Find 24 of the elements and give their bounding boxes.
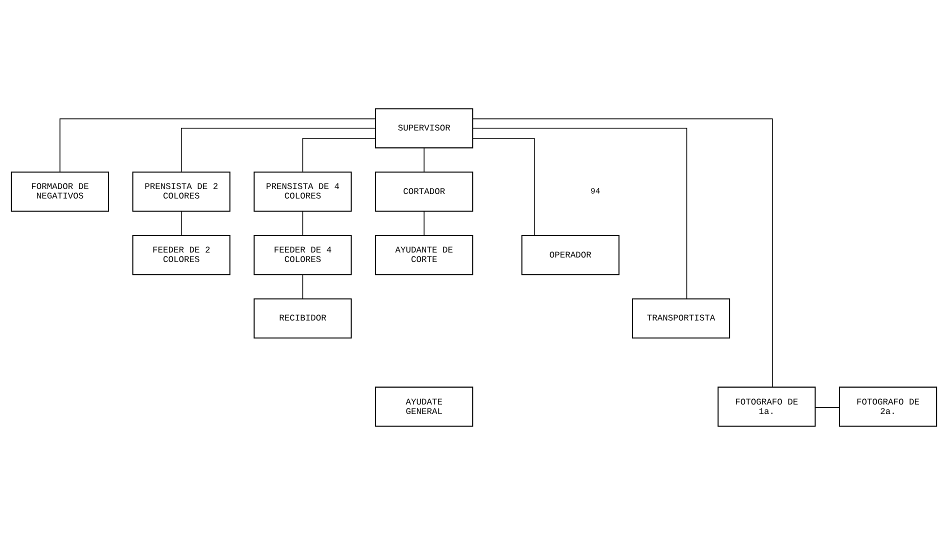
node-box: OPERADOR [521, 234, 620, 275]
node-box: FOTOGRAFO DE 1a. [718, 386, 816, 426]
connector [472, 127, 688, 299]
node-box: FORMADOR DE NEGATIVOS [10, 171, 110, 212]
node-box: SUPERVISOR [375, 108, 474, 148]
connector [180, 210, 182, 236]
node-box: RECIBIDOR [254, 298, 352, 338]
node-box: AYUDANTE DE CORTE [375, 234, 474, 275]
connector [472, 118, 773, 388]
node-box: PRENSISTA DE 2 COLORES [132, 171, 230, 212]
node-box: PRENSISTA DE 4 COLORES [254, 171, 352, 212]
connector [302, 274, 304, 299]
connector [472, 137, 535, 236]
connector [814, 406, 840, 408]
node-box: FEEDER DE 2 COLORES [132, 234, 230, 275]
node-box: TRANSPORTISTA [632, 298, 730, 338]
connector [180, 127, 376, 172]
connector [302, 137, 376, 172]
connector [60, 118, 376, 172]
connector [302, 210, 304, 236]
node-box: AYUDATE GENERAL [375, 386, 474, 426]
node-box: FOTOGRAFO DE 2a. [838, 386, 938, 426]
node-box: FEEDER DE 4 COLORES [254, 234, 352, 275]
node-box: CORTADOR [375, 171, 474, 212]
